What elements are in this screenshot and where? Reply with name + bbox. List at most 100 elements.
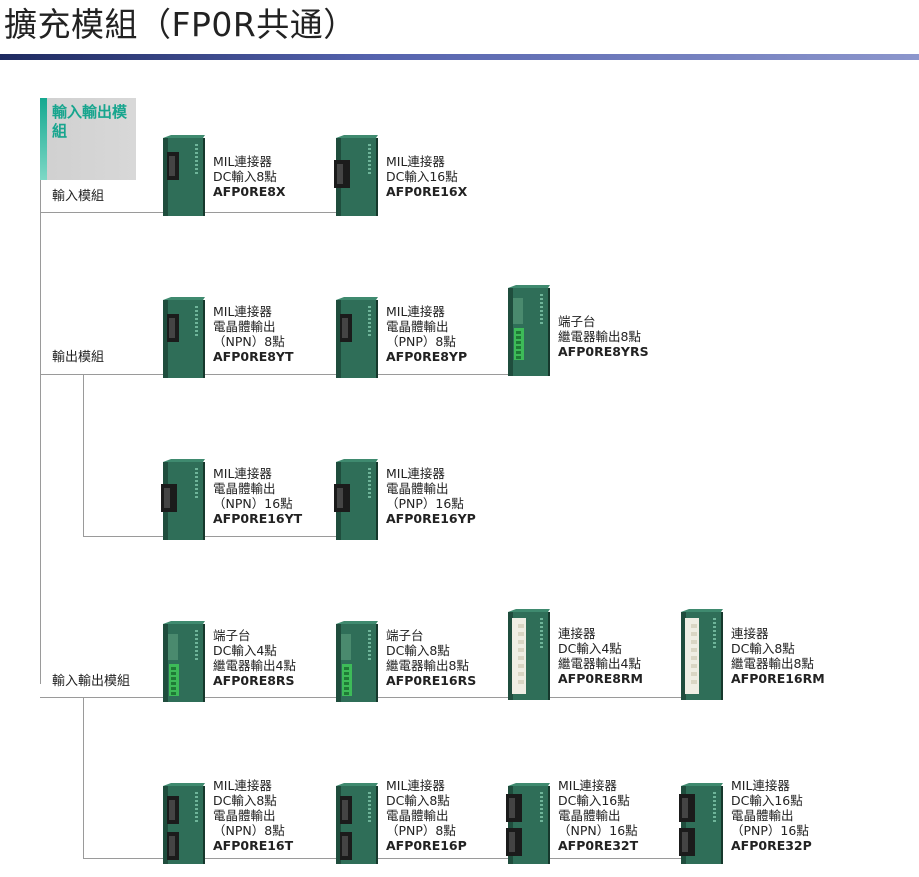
group-label-io: 輸入輸出模組 bbox=[52, 674, 131, 689]
io-row2-line bbox=[83, 858, 683, 859]
product-desc-line: MIL連接器 bbox=[558, 778, 617, 793]
product-desc-line: DC輸入4點 bbox=[213, 643, 277, 658]
product-desc-line: MIL連接器 bbox=[213, 154, 272, 169]
product-desc-line: DC輸入4點 bbox=[558, 641, 622, 656]
module-image bbox=[334, 459, 378, 540]
product-desc-line: MIL連接器 bbox=[213, 304, 272, 319]
module-image bbox=[336, 783, 378, 864]
product-model: AFP0RE8RM bbox=[558, 671, 643, 686]
product-desc-line: MIL連接器 bbox=[213, 466, 272, 481]
module-image bbox=[681, 609, 723, 700]
product-model: AFP0RE16X bbox=[386, 184, 468, 199]
product-model: AFP0RE8RS bbox=[213, 673, 295, 688]
product-desc-line: DC輸入16點 bbox=[558, 793, 630, 808]
product-desc-line: （PNP）8點 bbox=[386, 334, 456, 349]
product-model: AFP0RE32P bbox=[731, 838, 812, 853]
io-sub-trunk-line bbox=[83, 697, 84, 859]
module-image bbox=[163, 783, 205, 864]
product-desc-line: MIL連接器 bbox=[386, 154, 445, 169]
product-desc-line: 電晶體輸出 bbox=[731, 808, 794, 823]
product-desc-line: 電晶體輸出 bbox=[213, 808, 276, 823]
product-model: AFP0RE8YP bbox=[386, 349, 468, 364]
module-image bbox=[679, 783, 723, 864]
product-desc-line: DC輸入16點 bbox=[731, 793, 803, 808]
product-model: AFP0RE8X bbox=[213, 184, 286, 199]
product-desc-line: DC輸入8點 bbox=[386, 643, 450, 658]
product-desc-line: DC輸入8點 bbox=[731, 641, 795, 656]
module-image bbox=[336, 621, 378, 702]
product-desc-line: （PNP）8點 bbox=[386, 823, 456, 838]
group-label-output: 輸出模組 bbox=[52, 350, 105, 365]
product-desc-line: DC輸入8點 bbox=[213, 793, 277, 808]
product-desc-line: （PNP）16點 bbox=[731, 823, 809, 838]
product-desc-line: 電晶體輸出 bbox=[558, 808, 621, 823]
product-desc-line: MIL連接器 bbox=[386, 778, 445, 793]
category-label: 輸入輸出模組 bbox=[52, 103, 128, 140]
product-desc-line: （PNP）16點 bbox=[386, 496, 464, 511]
product-desc-line: 電晶體輸出 bbox=[386, 481, 449, 496]
page-title: 擴充模組（FP0R共通） bbox=[4, 5, 357, 44]
output-row2-line bbox=[83, 536, 343, 537]
main-trunk-line bbox=[40, 180, 41, 684]
module-image bbox=[506, 783, 550, 864]
product-desc-line: DC輸入8點 bbox=[213, 169, 277, 184]
product-desc-line: 電晶體輸出 bbox=[386, 319, 449, 334]
product-desc-line: 電晶體輸出 bbox=[213, 481, 276, 496]
module-image bbox=[508, 609, 550, 700]
module-image bbox=[163, 135, 205, 216]
product-desc-line: 連接器 bbox=[731, 626, 769, 641]
product-model: AFP0RE16P bbox=[386, 838, 467, 853]
title-bar bbox=[0, 54, 919, 60]
product-desc-line: MIL連接器 bbox=[213, 778, 272, 793]
product-desc-line: 繼電器輸出4點 bbox=[213, 658, 296, 673]
product-model: AFP0RE16RS bbox=[386, 673, 477, 688]
product-desc-line: 端子台 bbox=[386, 628, 424, 643]
product-model: AFP0RE16YT bbox=[213, 511, 303, 526]
product-desc-line: （NPN）16點 bbox=[213, 496, 293, 511]
product-desc-line: 電晶體輸出 bbox=[213, 319, 276, 334]
category-box: 輸入輸出模組 bbox=[40, 98, 136, 180]
product-model: AFP0RE16T bbox=[213, 838, 294, 853]
output-sub-trunk-line bbox=[83, 374, 84, 536]
product-desc-line: 端子台 bbox=[558, 314, 596, 329]
group-label-input: 輸入模組 bbox=[52, 189, 105, 204]
product-desc-line: 端子台 bbox=[213, 628, 251, 643]
module-image bbox=[161, 459, 205, 540]
product-desc-line: DC輸入8點 bbox=[386, 793, 450, 808]
product-desc-line: 繼電器輸出4點 bbox=[558, 656, 641, 671]
product-desc-line: （NPN）8點 bbox=[213, 334, 285, 349]
product-desc-line: （NPN）16點 bbox=[558, 823, 638, 838]
product-desc-line: MIL連接器 bbox=[386, 304, 445, 319]
product-desc-line: 繼電器輸出8點 bbox=[386, 658, 469, 673]
product-desc-line: （NPN）8點 bbox=[213, 823, 285, 838]
product-desc-line: 繼電器輸出8點 bbox=[558, 329, 641, 344]
product-model: AFP0RE8YT bbox=[213, 349, 294, 364]
output-branch-line bbox=[40, 374, 520, 375]
product-desc-line: 電晶體輸出 bbox=[386, 808, 449, 823]
product-model: AFP0RE16RM bbox=[731, 671, 825, 686]
product-desc-line: MIL連接器 bbox=[731, 778, 790, 793]
product-desc-line: DC輸入16點 bbox=[386, 169, 458, 184]
product-model: AFP0RE32T bbox=[558, 838, 639, 853]
product-model: AFP0RE16YP bbox=[386, 511, 476, 526]
module-image bbox=[163, 297, 205, 378]
product-desc-line: MIL連接器 bbox=[386, 466, 445, 481]
product-model: AFP0RE8YRS bbox=[558, 344, 649, 359]
module-image bbox=[336, 297, 378, 378]
module-image bbox=[508, 285, 550, 376]
